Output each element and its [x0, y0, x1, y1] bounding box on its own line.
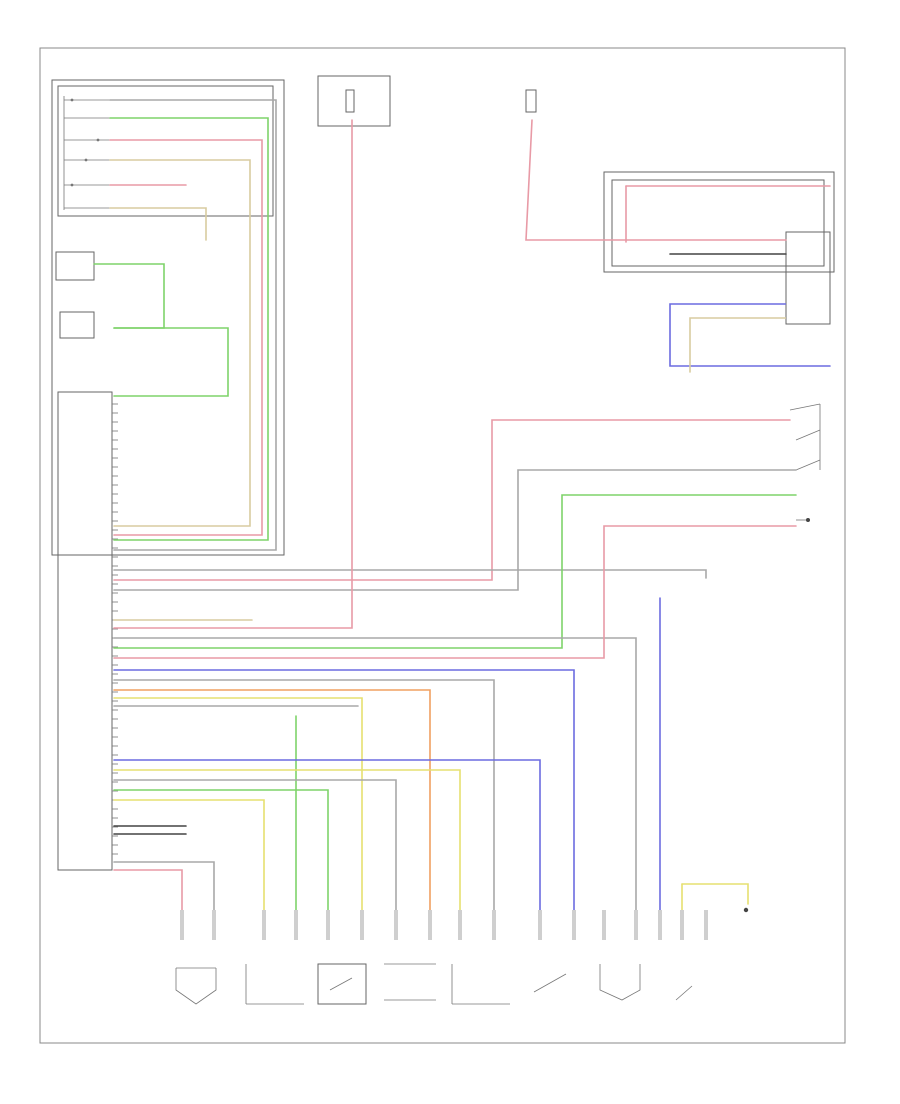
connector-terminal	[658, 910, 662, 940]
connector-terminal	[180, 910, 184, 940]
wire-red-right	[113, 525, 797, 659]
wire-yellow-right	[681, 883, 749, 905]
wire-gray-long-2	[113, 469, 797, 591]
top-center-fuse-element	[345, 89, 355, 113]
wire-gray-bottom-2	[113, 779, 397, 931]
wire-gray-long-3	[113, 637, 637, 931]
connector-terminal	[428, 910, 432, 940]
wire-green-module-2	[113, 327, 229, 397]
connector-terminal	[572, 910, 576, 940]
wire-gray-bottom-1	[113, 679, 495, 931]
wire-green-long	[113, 494, 797, 649]
right-relay-component	[785, 231, 831, 325]
connector-terminal	[262, 910, 266, 940]
wire-tan-cluster	[109, 159, 251, 527]
wire-red-long-1	[113, 419, 791, 581]
bottom-component-6	[533, 973, 567, 993]
right-relay-outer-box	[603, 171, 835, 273]
bottom-component-8	[675, 985, 693, 1001]
connector-terminal	[458, 910, 462, 940]
left-module-middle	[59, 311, 95, 339]
connector-terminal	[680, 910, 684, 940]
diagram-frame	[39, 47, 846, 1044]
wire-green-cluster-1	[109, 117, 269, 541]
connector-terminal	[394, 910, 398, 940]
right-relay-inner-box	[611, 179, 825, 267]
top-left-switch-contacts	[63, 96, 110, 210]
wire-red-relay	[525, 119, 787, 241]
left-module-upper	[55, 251, 95, 281]
bottom-component-3	[317, 963, 367, 1005]
connector-terminal	[704, 910, 708, 940]
wire-blue-2	[113, 759, 541, 931]
connector-terminal	[602, 910, 606, 940]
wire-yellow-2	[113, 769, 461, 931]
control-module-pins	[112, 403, 118, 855]
wire-tan-relay	[689, 317, 786, 373]
wire-blue-1	[113, 669, 575, 931]
connector-terminal	[326, 910, 330, 940]
wire-gray-bottom-3	[113, 861, 215, 931]
wire-blue-relay	[669, 303, 831, 367]
wire-green-module-1	[93, 263, 165, 329]
connector-terminal	[360, 910, 364, 940]
connector-terminal	[294, 910, 298, 940]
wire-red-cluster	[109, 139, 263, 536]
connector-terminal	[538, 910, 542, 940]
wire-tan-ground	[109, 207, 207, 241]
wire-red-vertical-fuse	[113, 119, 353, 629]
top-center-fuse-box	[317, 75, 391, 127]
wire-gray-cluster	[109, 99, 277, 551]
top-left-inner-box	[57, 85, 274, 217]
wire-harness	[93, 99, 831, 940]
top-right-fuse-element	[525, 89, 537, 113]
wire-gray-long-1	[113, 569, 707, 579]
bottom-component-1	[175, 968, 217, 1005]
left-control-module	[57, 391, 113, 871]
wire-yellow-1	[113, 697, 363, 931]
wire-orange	[113, 689, 431, 931]
bottom-components	[175, 907, 749, 1005]
wire-yellow-3	[113, 799, 265, 931]
wire-red-bottom	[113, 869, 183, 931]
wire-green-bottom-2	[113, 789, 329, 931]
top-left-switch-box	[51, 79, 285, 556]
bottom-component-7	[599, 964, 641, 1001]
connector-terminal	[212, 910, 216, 940]
right-switch-cluster	[789, 403, 821, 522]
connector-terminal	[634, 910, 638, 940]
connector-terminal	[492, 910, 496, 940]
